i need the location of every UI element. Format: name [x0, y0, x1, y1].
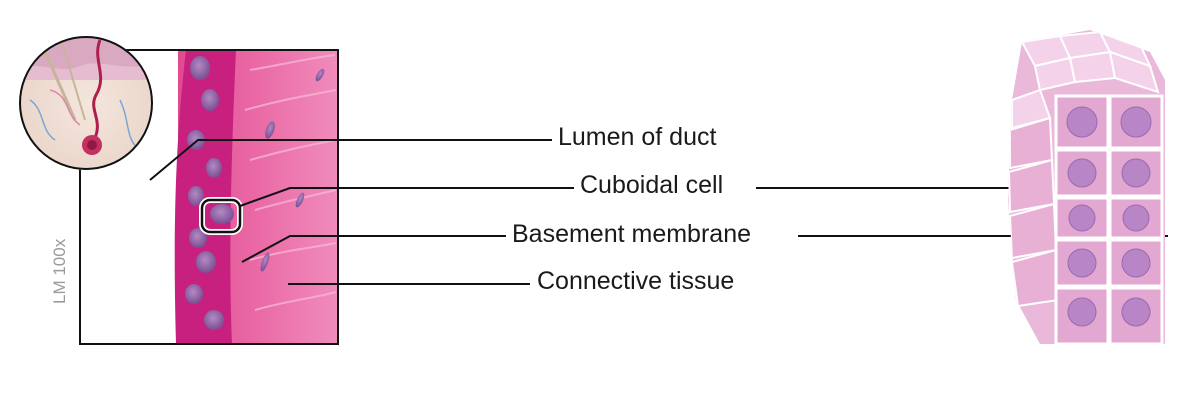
nucleus [190, 56, 210, 80]
nucleus [185, 284, 203, 304]
cuboidal-epithelium-illustration [1008, 30, 1165, 344]
nucleus [189, 228, 207, 248]
leader-basement-left [241, 235, 506, 263]
nucleus [201, 89, 219, 111]
skin-section-inset-icon [19, 36, 153, 170]
label-cuboidal-cell: Cuboidal cell [576, 173, 728, 198]
fibroblast-nucleus [295, 192, 305, 208]
micrograph-panel [79, 49, 339, 345]
fibroblast-nucleus [315, 68, 325, 82]
cell-nucleus [1122, 204, 1150, 232]
cell-nucleus [1066, 106, 1098, 138]
epithelium-layer [174, 50, 236, 344]
label-basement-membrane: Basement membrane [508, 222, 756, 247]
magnification-label: LM 100x [50, 238, 69, 304]
cuboidal-cell-highlight [200, 198, 242, 234]
leader-cuboidal-left [239, 187, 574, 207]
cell-nucleus [1120, 106, 1152, 138]
cell-nucleus [1121, 297, 1151, 327]
nuclei [185, 56, 325, 330]
cell-nucleus [1067, 297, 1097, 327]
cell-nucleus [1121, 158, 1151, 188]
fibroblast-nucleus [260, 252, 270, 272]
label-lumen-of-duct: Lumen of duct [554, 125, 721, 150]
cell-nucleus [1068, 204, 1096, 232]
micrograph-frame [79, 49, 339, 345]
cell-nucleus [1067, 158, 1097, 188]
fibroblast-nucleus [265, 121, 275, 139]
cell-nucleus [1121, 248, 1151, 278]
nucleus [188, 186, 204, 206]
leader-lines [149, 139, 1168, 285]
leader-lumen [149, 139, 552, 181]
cell-nucleus [1067, 248, 1097, 278]
nucleus [196, 251, 216, 273]
label-connective-tissue: Connective tissue [533, 269, 739, 294]
nucleus [210, 204, 234, 224]
nucleus [206, 158, 222, 178]
nucleus [204, 310, 224, 330]
